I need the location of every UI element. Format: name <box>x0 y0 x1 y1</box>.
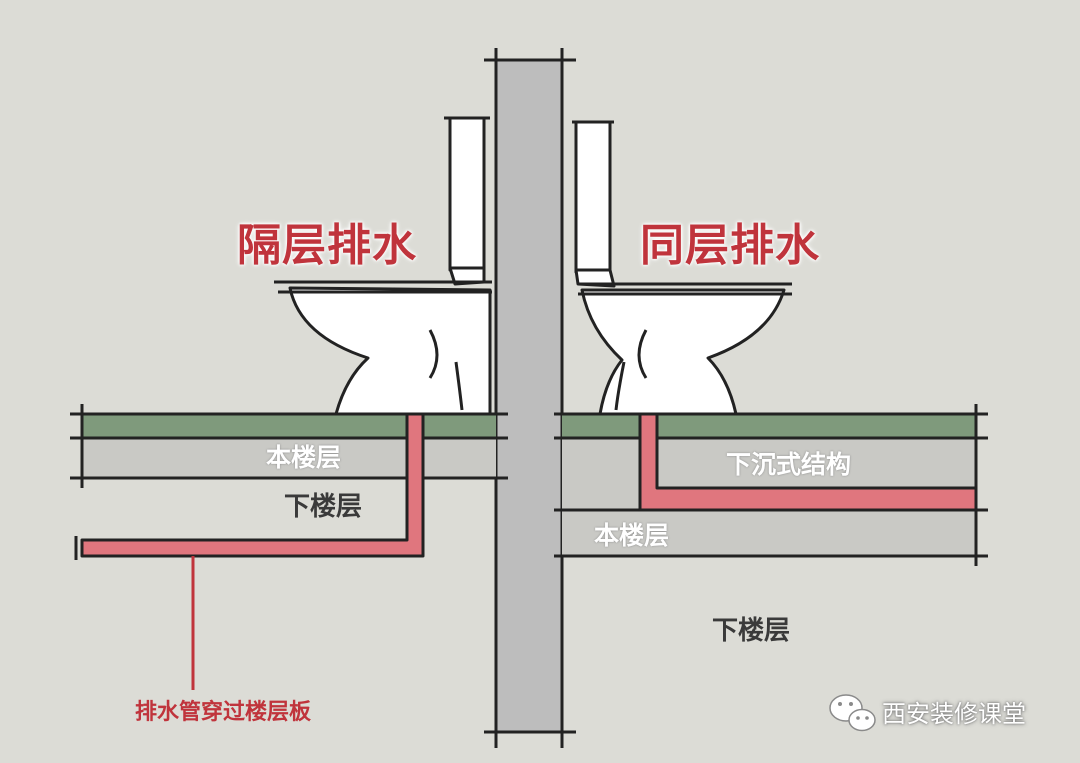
right-sunken-label: 下沉式结构 <box>726 450 852 479</box>
right-floor-body <box>562 510 976 556</box>
right-title: 同层排水 <box>640 220 820 271</box>
left-floor-label: 本楼层 <box>266 443 342 472</box>
wall-sketch-lines <box>484 48 576 748</box>
watermark-text: 西安装修课堂 <box>882 700 1026 728</box>
left-toilet <box>274 116 492 416</box>
pipe-note: 排水管穿过楼层板 <box>135 700 312 725</box>
right-lower-floor-label: 下楼层 <box>712 616 791 646</box>
left-slab-top <box>82 414 496 438</box>
left-slab-body <box>82 438 496 478</box>
left-lower-floor-label: 下楼层 <box>284 492 363 522</box>
right-toilet <box>572 120 792 416</box>
wechat-icon <box>829 694 876 732</box>
left-title: 隔层排水 <box>237 220 417 271</box>
right-floor-label: 本楼层 <box>594 521 670 550</box>
right-slab-top <box>562 414 976 438</box>
center-wall <box>494 58 564 734</box>
